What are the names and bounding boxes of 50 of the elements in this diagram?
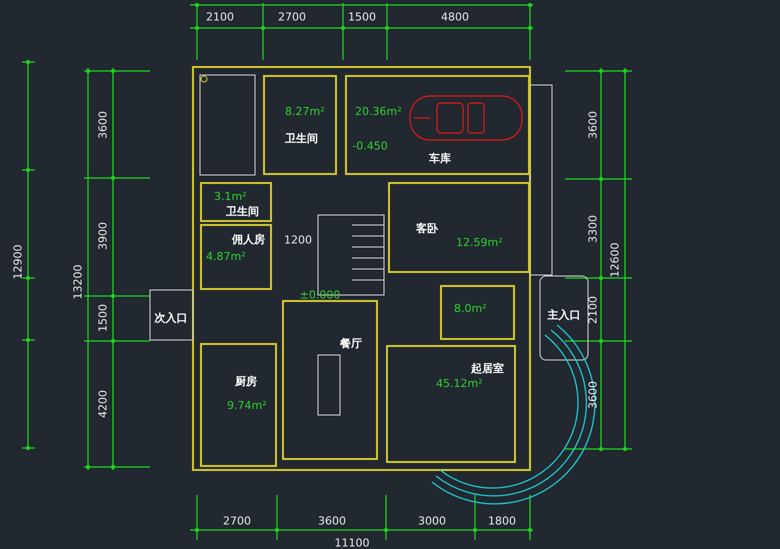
- dimension-label: 1800: [488, 514, 516, 528]
- room-name: 卫生间: [226, 205, 259, 218]
- dimension-label: 12600: [608, 242, 622, 278]
- room: [345, 75, 530, 175]
- room-name: 车库: [429, 152, 451, 165]
- elevation-label: -0.450: [352, 140, 388, 152]
- dimension-label: 1500: [96, 304, 110, 332]
- room: [282, 300, 378, 460]
- room: [440, 285, 515, 340]
- room-name: 卫生间: [285, 132, 318, 145]
- room: [200, 182, 272, 222]
- room: [200, 343, 277, 467]
- room-name: 起居室: [471, 362, 504, 375]
- dimension-label: 3600: [586, 111, 600, 139]
- room-name: 餐厅: [340, 337, 362, 350]
- room-area: 9.74m²: [227, 399, 267, 412]
- room-area: 8.27m²: [285, 105, 325, 118]
- dimension-label: 3900: [96, 222, 110, 250]
- dimension-label: 4800: [441, 10, 469, 24]
- room-area: 4.87m²: [206, 250, 246, 263]
- dimension-label: 3300: [586, 215, 600, 243]
- dimension-label: 12900: [12, 244, 24, 280]
- dimension-label: 3600: [96, 111, 110, 139]
- dimension-label: 2700: [223, 514, 251, 528]
- dimension-label: 1500: [348, 10, 376, 24]
- room: [388, 182, 530, 273]
- room: [263, 75, 337, 175]
- dimension-label: 3600: [318, 514, 346, 528]
- dimension-label: 11100: [334, 536, 370, 549]
- dimension-label: 3600: [586, 381, 600, 409]
- room-area: 3.1m²: [214, 190, 247, 203]
- entrance-label: 主入口: [548, 308, 580, 322]
- entrance-label: 次入口: [154, 312, 188, 324]
- dimension-label: 3000: [418, 514, 446, 528]
- dimension-label: 2700: [278, 10, 306, 24]
- room-name: 佣人房: [232, 233, 265, 246]
- dimension-label: 2100: [206, 10, 234, 24]
- room-area: 45.12m²: [436, 377, 483, 390]
- elevation-label: ±0.000: [300, 288, 340, 302]
- room-area: 20.36m²: [355, 105, 402, 118]
- room: [200, 224, 272, 290]
- room-area: 12.59m²: [456, 236, 503, 249]
- room: [386, 345, 516, 463]
- dimension-label: 13200: [72, 264, 84, 300]
- room-area: 8.0m²: [454, 302, 487, 315]
- dimension-label: 1200: [284, 234, 312, 246]
- dimension-label: 2100: [586, 296, 600, 324]
- room-name: 客卧: [416, 222, 438, 235]
- dimension-label: 4200: [96, 390, 110, 418]
- room-name: 厨房: [235, 375, 257, 388]
